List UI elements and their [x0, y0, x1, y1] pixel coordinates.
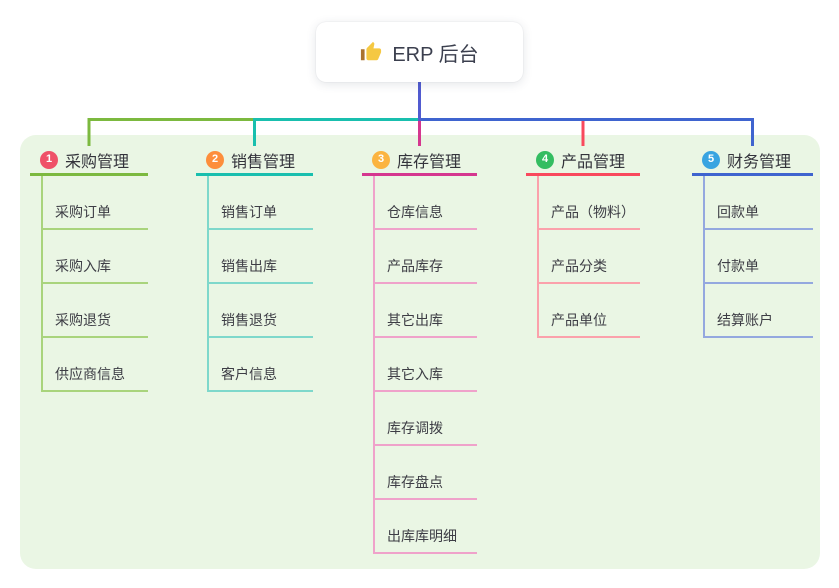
branch-children: 采购订单采购入库采购退货供应商信息 — [41, 176, 148, 392]
child-node-label: 产品分类 — [551, 258, 607, 274]
root-node-label: ERP 后台 — [392, 43, 479, 66]
child-node-label: 结算账户 — [717, 312, 773, 328]
child-node-label: 销售退货 — [221, 312, 277, 328]
child-node[interactable]: 回款单 — [703, 176, 813, 230]
child-node[interactable]: 客户信息 — [207, 338, 313, 392]
child-node-label: 采购退货 — [55, 312, 111, 328]
branch-node-5[interactable]: 5 财务管理 — [692, 146, 813, 176]
branch-title: 库存管理 — [397, 153, 462, 171]
root-connector-line — [418, 82, 421, 121]
child-node[interactable]: 销售出库 — [207, 230, 313, 284]
child-node-label: 采购入库 — [55, 258, 111, 274]
branch-spine-line — [41, 176, 43, 392]
branch-number-badge: 5 — [702, 150, 720, 169]
child-node-label: 销售订单 — [221, 204, 277, 220]
mindmap-panel — [20, 135, 820, 569]
child-node[interactable]: 销售退货 — [207, 284, 313, 338]
branch-node-4[interactable]: 4 产品管理 — [526, 146, 640, 176]
child-node[interactable]: 其它出库 — [373, 284, 477, 338]
child-node-label: 回款单 — [717, 204, 759, 220]
child-node-label: 仓库信息 — [387, 204, 443, 220]
child-node[interactable]: 产品（物料） — [537, 176, 640, 230]
child-node[interactable]: 采购退货 — [41, 284, 148, 338]
branch-number-badge: 2 — [206, 150, 224, 169]
child-node-label: 销售出库 — [221, 258, 277, 274]
thumbs-up-icon — [361, 41, 382, 61]
child-node-label: 其它入库 — [387, 366, 443, 382]
branch-column-5: 5 财务管理回款单付款单结算账户 — [692, 146, 813, 338]
branch-number-badge: 4 — [536, 150, 554, 169]
child-node-label: 采购订单 — [55, 204, 111, 220]
branch-title: 财务管理 — [727, 153, 792, 171]
branch-number-badge: 1 — [40, 150, 58, 169]
branch-children: 回款单付款单结算账户 — [703, 176, 813, 338]
child-node-label: 供应商信息 — [55, 366, 125, 382]
child-node[interactable]: 采购入库 — [41, 230, 148, 284]
child-node-label: 客户信息 — [221, 366, 277, 382]
bus-segment-mid — [253, 118, 421, 121]
bus-segment-right — [418, 118, 754, 121]
child-node-label: 产品（物料） — [551, 204, 635, 220]
branch-title: 采购管理 — [65, 153, 130, 171]
child-node[interactable]: 产品分类 — [537, 230, 640, 284]
branch-column-4: 4 产品管理产品（物料） 产品分类产品单位 — [526, 146, 640, 338]
child-node[interactable]: 出库库明细 — [373, 500, 477, 554]
root-node[interactable]: ERP 后台 — [316, 22, 523, 82]
child-node[interactable]: 产品单位 — [537, 284, 640, 338]
child-node-label: 产品单位 — [551, 312, 607, 328]
branch-column-3: 3 库存管理仓库信息产品库存其它出库其它入库库存调拨库存盘点出库库明细 — [362, 146, 477, 554]
child-node-label: 其它出库 — [387, 312, 443, 328]
child-node[interactable]: 销售订单 — [207, 176, 313, 230]
branch-number-badge: 3 — [372, 150, 390, 169]
branch-children: 销售订单销售出库销售退货客户信息 — [207, 176, 313, 392]
child-node-label: 付款单 — [717, 258, 759, 274]
child-node[interactable]: 付款单 — [703, 230, 813, 284]
child-node[interactable]: 产品库存 — [373, 230, 477, 284]
child-node-label: 库存调拨 — [387, 420, 443, 436]
branch-column-2: 2 销售管理销售订单销售出库销售退货客户信息 — [196, 146, 313, 392]
branch-node-2[interactable]: 2 销售管理 — [196, 146, 313, 176]
child-node[interactable]: 采购订单 — [41, 176, 148, 230]
branch-title: 产品管理 — [561, 153, 626, 171]
branch-node-3[interactable]: 3 库存管理 — [362, 146, 477, 176]
child-node[interactable]: 结算账户 — [703, 284, 813, 338]
branch-column-1: 1 采购管理采购订单采购入库采购退货供应商信息 — [30, 146, 148, 392]
branch-title: 销售管理 — [231, 153, 296, 171]
child-node[interactable]: 库存调拨 — [373, 392, 477, 446]
branch-spine-line — [537, 176, 539, 338]
child-node[interactable]: 其它入库 — [373, 338, 477, 392]
branch-node-1[interactable]: 1 采购管理 — [30, 146, 148, 176]
child-node[interactable]: 供应商信息 — [41, 338, 148, 392]
branch-spine-line — [373, 176, 375, 554]
child-node-label: 出库库明细 — [387, 528, 457, 544]
branch-spine-line — [703, 176, 705, 338]
bus-segment-left — [87, 118, 256, 121]
child-node-label: 库存盘点 — [387, 474, 443, 490]
branch-children: 产品（物料） 产品分类产品单位 — [537, 176, 640, 338]
child-node[interactable]: 库存盘点 — [373, 446, 477, 500]
branch-children: 仓库信息产品库存其它出库其它入库库存调拨库存盘点出库库明细 — [373, 176, 477, 554]
child-node-label: 产品库存 — [387, 258, 443, 274]
branch-spine-line — [207, 176, 209, 392]
child-node[interactable]: 仓库信息 — [373, 176, 477, 230]
